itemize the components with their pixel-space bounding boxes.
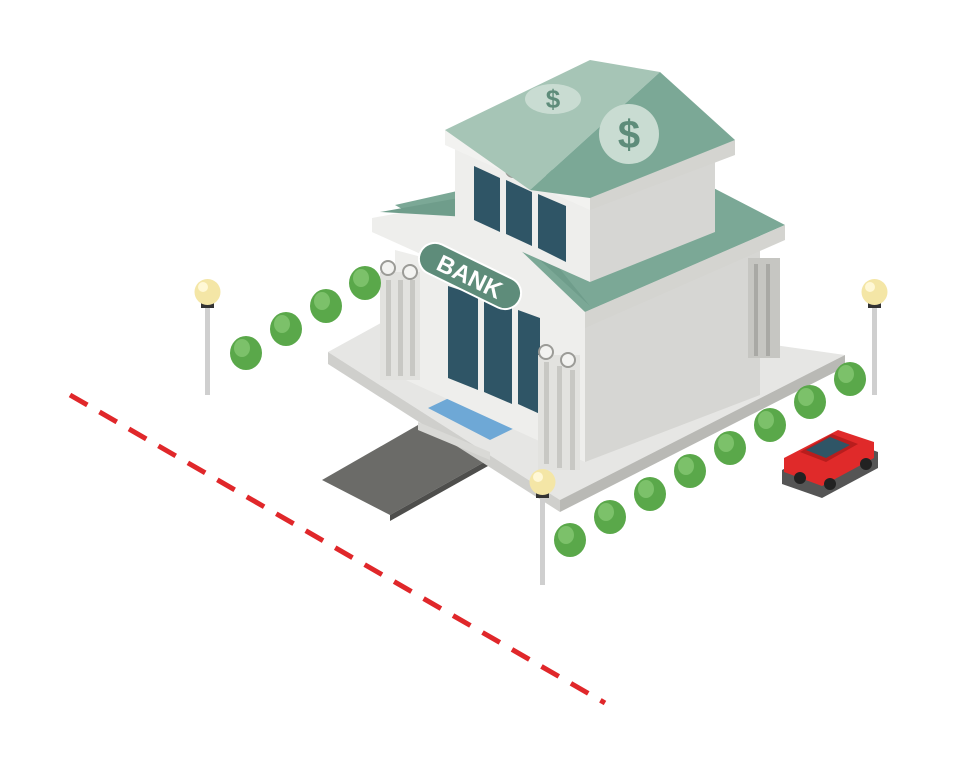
shrub-icon bbox=[554, 523, 586, 557]
shrub-icon bbox=[674, 454, 706, 488]
column-groove bbox=[386, 280, 391, 376]
column-capital-scroll bbox=[560, 352, 576, 368]
column-groove bbox=[410, 280, 415, 376]
dashed-boundary-line bbox=[68, 392, 607, 706]
tower-roof-side-edge bbox=[590, 140, 735, 210]
tower-window-3 bbox=[538, 194, 566, 262]
shrub-row-left bbox=[230, 266, 381, 370]
shrub-icon bbox=[594, 500, 626, 534]
entrance-steps bbox=[418, 422, 490, 460]
tower-window-2 bbox=[506, 180, 532, 246]
shrub-icon bbox=[794, 385, 826, 419]
tower-window-1 bbox=[474, 166, 500, 232]
shrub-icon bbox=[349, 266, 381, 300]
front-window-2 bbox=[484, 298, 512, 404]
lower-roof-edge-side bbox=[585, 225, 785, 328]
column-groove bbox=[557, 366, 562, 468]
street-lamp-icon bbox=[861, 279, 888, 395]
shrub-icon bbox=[634, 477, 666, 511]
column-groove bbox=[766, 264, 770, 356]
shrub-icon bbox=[270, 312, 302, 346]
column-groove bbox=[570, 370, 575, 470]
dollar-sign-icon: $ bbox=[525, 84, 581, 114]
entrance-ramp bbox=[322, 425, 488, 515]
ramp-edge bbox=[390, 460, 488, 521]
dollar-symbol-small: $ bbox=[546, 84, 561, 114]
column-groove bbox=[398, 280, 403, 376]
shrub-icon bbox=[834, 362, 866, 396]
column-capital-scroll bbox=[538, 344, 554, 360]
street-lamp-icon bbox=[529, 469, 556, 585]
column-capital-scroll bbox=[402, 264, 418, 280]
side-column bbox=[748, 258, 780, 358]
column-capital-scroll bbox=[380, 260, 396, 276]
dollar-symbol-large: $ bbox=[618, 113, 640, 157]
column-groove bbox=[544, 362, 549, 464]
shrub-icon bbox=[754, 408, 786, 442]
tower-side-wall bbox=[590, 150, 715, 282]
building-base-front bbox=[328, 352, 560, 512]
shrub-icon bbox=[310, 289, 342, 323]
red-car-icon bbox=[782, 430, 878, 498]
tower-roof-left bbox=[445, 60, 660, 190]
front-window-1 bbox=[448, 286, 478, 390]
shrub-icon bbox=[714, 431, 746, 465]
column-groove bbox=[754, 264, 758, 356]
street-lamp-icon bbox=[194, 279, 221, 395]
shrub-icon bbox=[230, 336, 262, 370]
dollar-sign-icon: $ bbox=[599, 104, 659, 164]
shrub-row-right bbox=[554, 362, 866, 557]
front-window-3 bbox=[518, 310, 540, 414]
building-base-side bbox=[560, 355, 845, 512]
